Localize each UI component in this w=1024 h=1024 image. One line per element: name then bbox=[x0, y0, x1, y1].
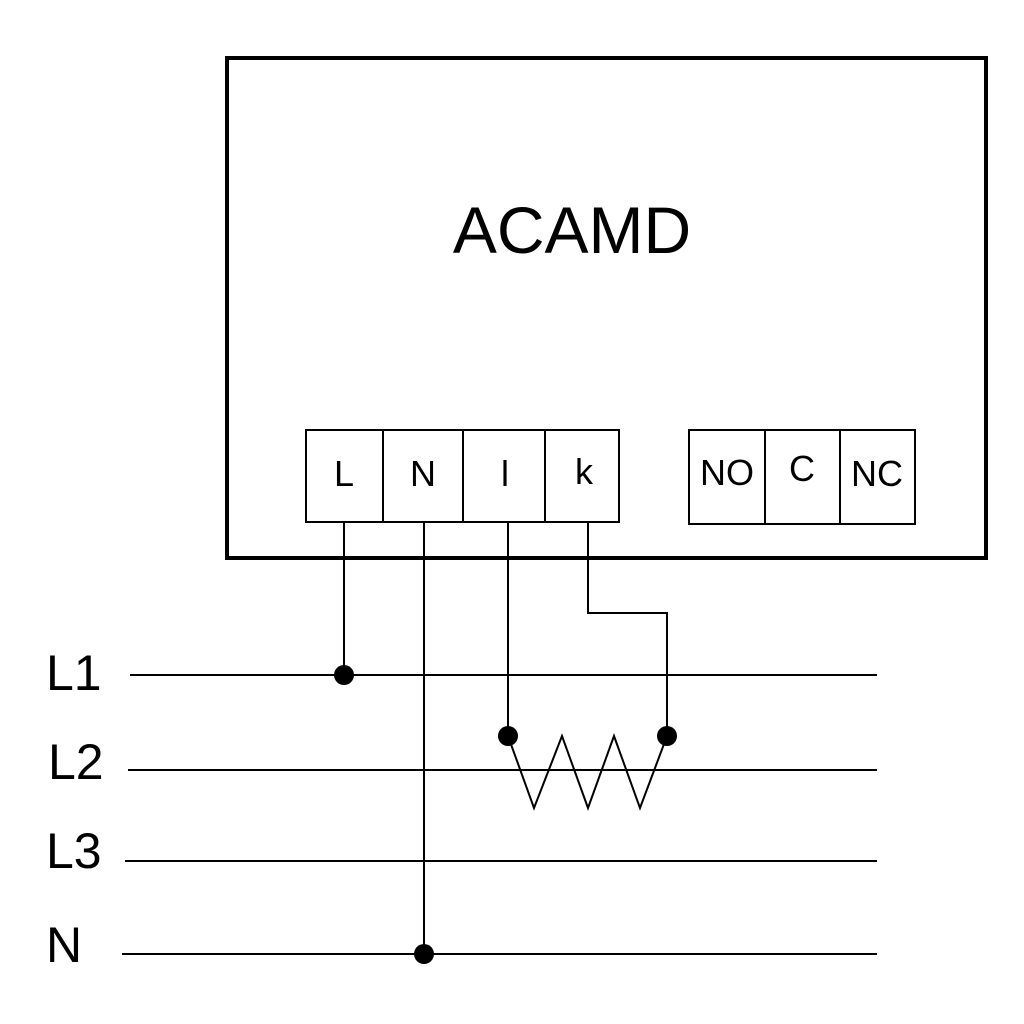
relay-cell-c bbox=[764, 429, 841, 525]
relay-label-no: NO bbox=[700, 452, 754, 493]
bus-label-l1: L1 bbox=[46, 645, 102, 701]
junction-l1 bbox=[334, 665, 354, 685]
bus-label-l3: L3 bbox=[46, 823, 102, 879]
bus-lines: L1 L2 L3 N bbox=[46, 645, 877, 973]
device-enclosure bbox=[225, 56, 988, 560]
relay-label-c: C bbox=[789, 448, 815, 489]
device-title: ACAMD bbox=[453, 193, 691, 267]
junction-sensor-right bbox=[657, 726, 677, 746]
relay-label-nc: NC bbox=[851, 453, 903, 494]
connection-wires bbox=[343, 522, 668, 954]
bus-label-n: N bbox=[46, 917, 82, 973]
junction-sensor-left bbox=[498, 726, 518, 746]
junction-n bbox=[414, 944, 434, 964]
bus-label-l2: L2 bbox=[48, 734, 104, 790]
terminal-label-lower-l: l bbox=[501, 453, 509, 494]
relay-cell-nc bbox=[839, 429, 916, 525]
terminal-label-k: k bbox=[575, 451, 594, 492]
terminal-cell-k bbox=[544, 429, 620, 523]
junction-nodes bbox=[334, 665, 677, 964]
relay-cell-no bbox=[688, 429, 766, 525]
relay-terminal-block: NO C NC bbox=[688, 429, 916, 525]
input-terminal-block: L N l k bbox=[305, 429, 620, 523]
wire-k-to-current-sensor bbox=[587, 522, 668, 736]
terminal-label-n: N bbox=[410, 453, 436, 494]
current-sensor-zigzag bbox=[507, 733, 668, 811]
terminal-label-l: L bbox=[334, 453, 354, 494]
terminal-cell-n bbox=[382, 429, 464, 523]
